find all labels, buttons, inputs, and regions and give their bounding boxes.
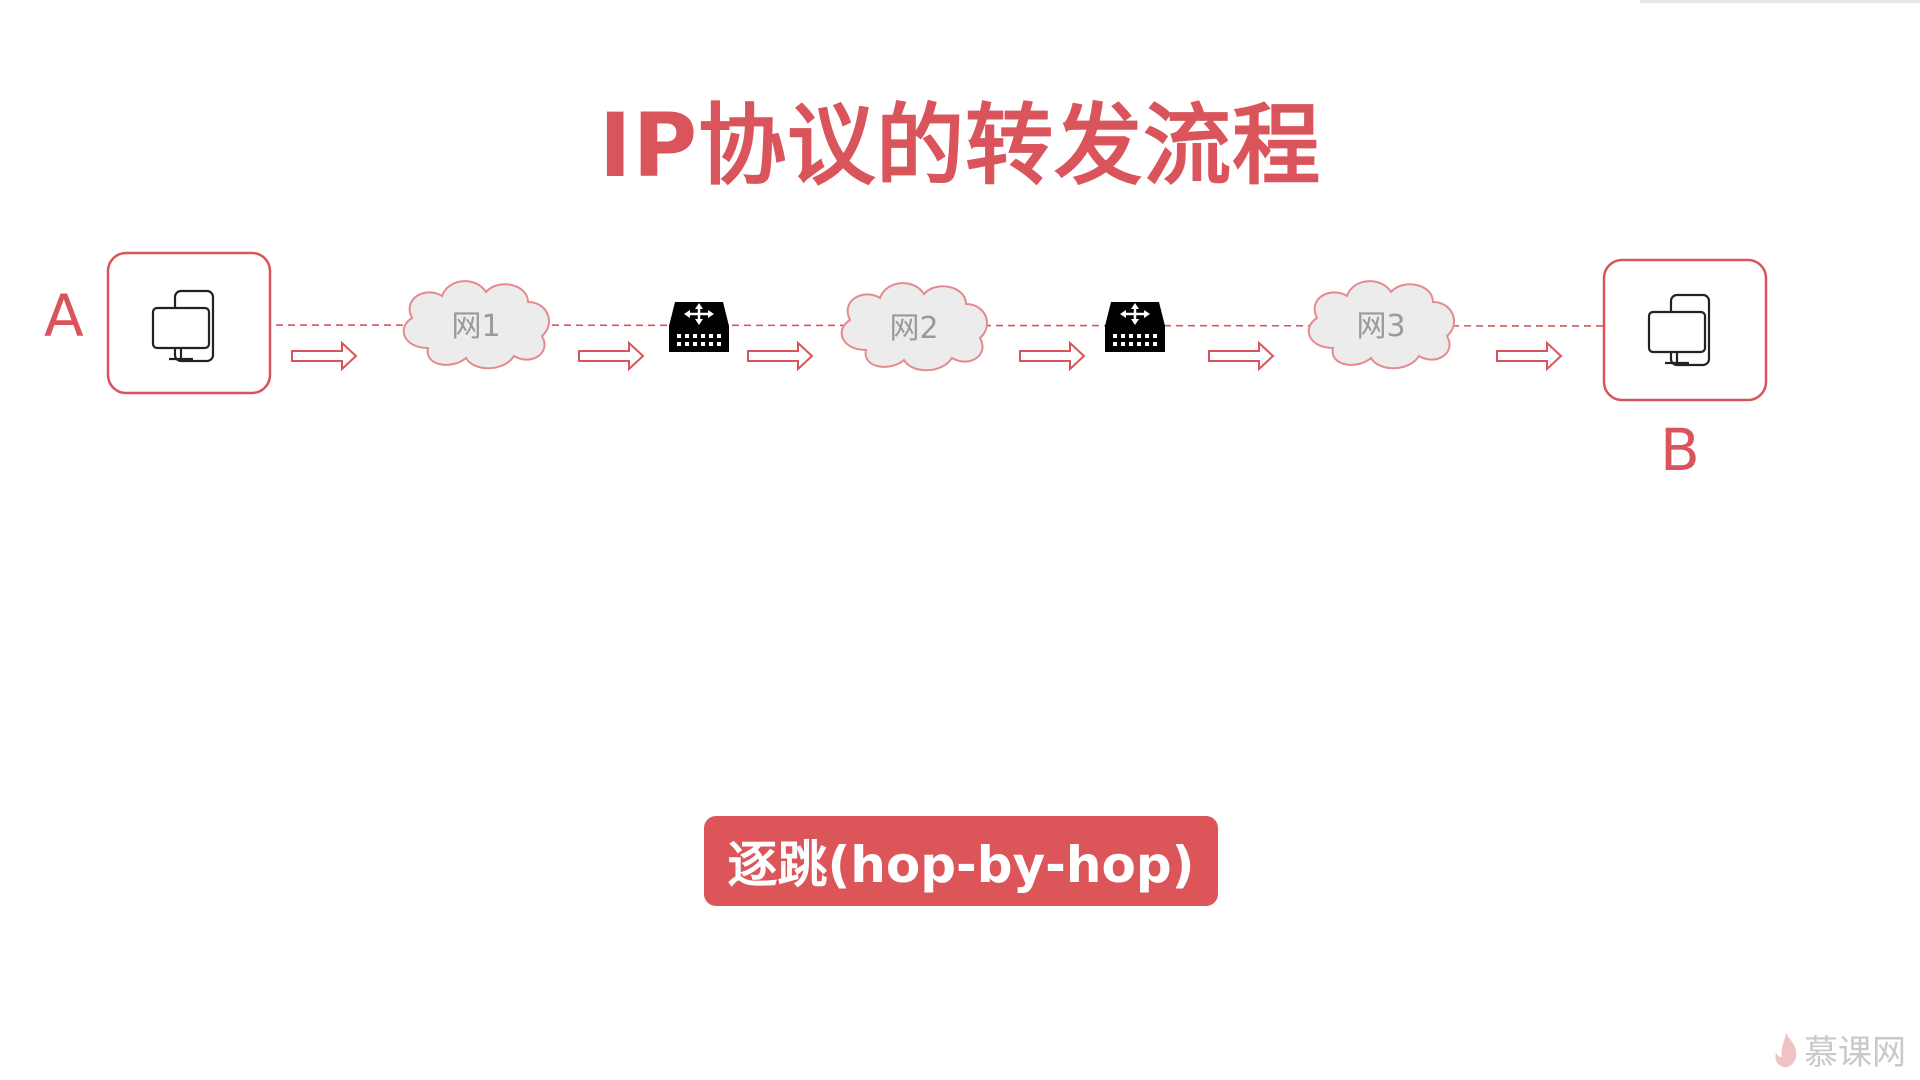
arrow-right-icon bbox=[578, 342, 644, 370]
forwarding-diagram: 网1 网2 网3 bbox=[106, 251, 1768, 402]
arrow-right-icon bbox=[1496, 342, 1562, 370]
router-icon bbox=[667, 300, 731, 354]
arrow-right-icon bbox=[1208, 342, 1274, 370]
flame-logo-icon bbox=[1775, 1032, 1797, 1067]
endpoint-b-label: B bbox=[1660, 416, 1700, 484]
network-3-cloud: 网3 bbox=[1307, 280, 1456, 370]
router-icon bbox=[1103, 300, 1167, 354]
arrow-right-icon bbox=[1019, 342, 1085, 370]
host-a-node bbox=[106, 251, 272, 395]
network-2-cloud: 网2 bbox=[840, 282, 989, 372]
top-edge-bar bbox=[1640, 0, 1920, 3]
network-1-label: 网1 bbox=[451, 309, 500, 344]
host-b-node bbox=[1602, 258, 1768, 402]
endpoint-a-label: A bbox=[44, 282, 84, 350]
network-1-cloud: 网1 bbox=[402, 280, 551, 370]
slide-title: IP协议的转发流程 bbox=[598, 94, 1322, 197]
watermark-text: 慕课网 bbox=[1804, 1033, 1906, 1073]
network-2-label: 网2 bbox=[889, 311, 938, 346]
arrow-right-icon bbox=[747, 342, 813, 370]
arrow-right-icon bbox=[291, 342, 357, 370]
watermark: 慕课网 bbox=[1772, 1025, 1906, 1074]
hop-by-hop-badge: 逐跳(hop-by-hop) bbox=[704, 816, 1218, 906]
network-3-label: 网3 bbox=[1356, 309, 1405, 344]
